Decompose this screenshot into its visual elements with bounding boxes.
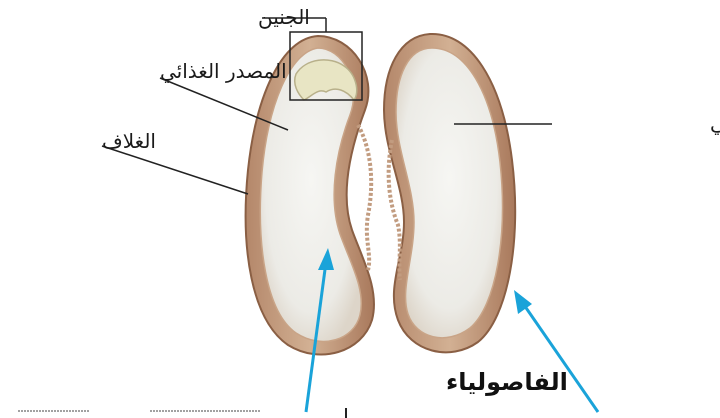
caption-beans: الفاصولياء xyxy=(446,368,568,396)
label-food-source-right: المصدر الغذائي xyxy=(710,111,720,136)
label-embryo: الجنين xyxy=(258,5,310,29)
label-seed-coat: الغلاف xyxy=(102,129,156,153)
left-seed-half xyxy=(246,36,374,355)
seed-coat-leader xyxy=(102,146,248,194)
label-food-source-left: المصدر الغذائي xyxy=(160,59,287,84)
right-seed-half xyxy=(384,34,515,352)
